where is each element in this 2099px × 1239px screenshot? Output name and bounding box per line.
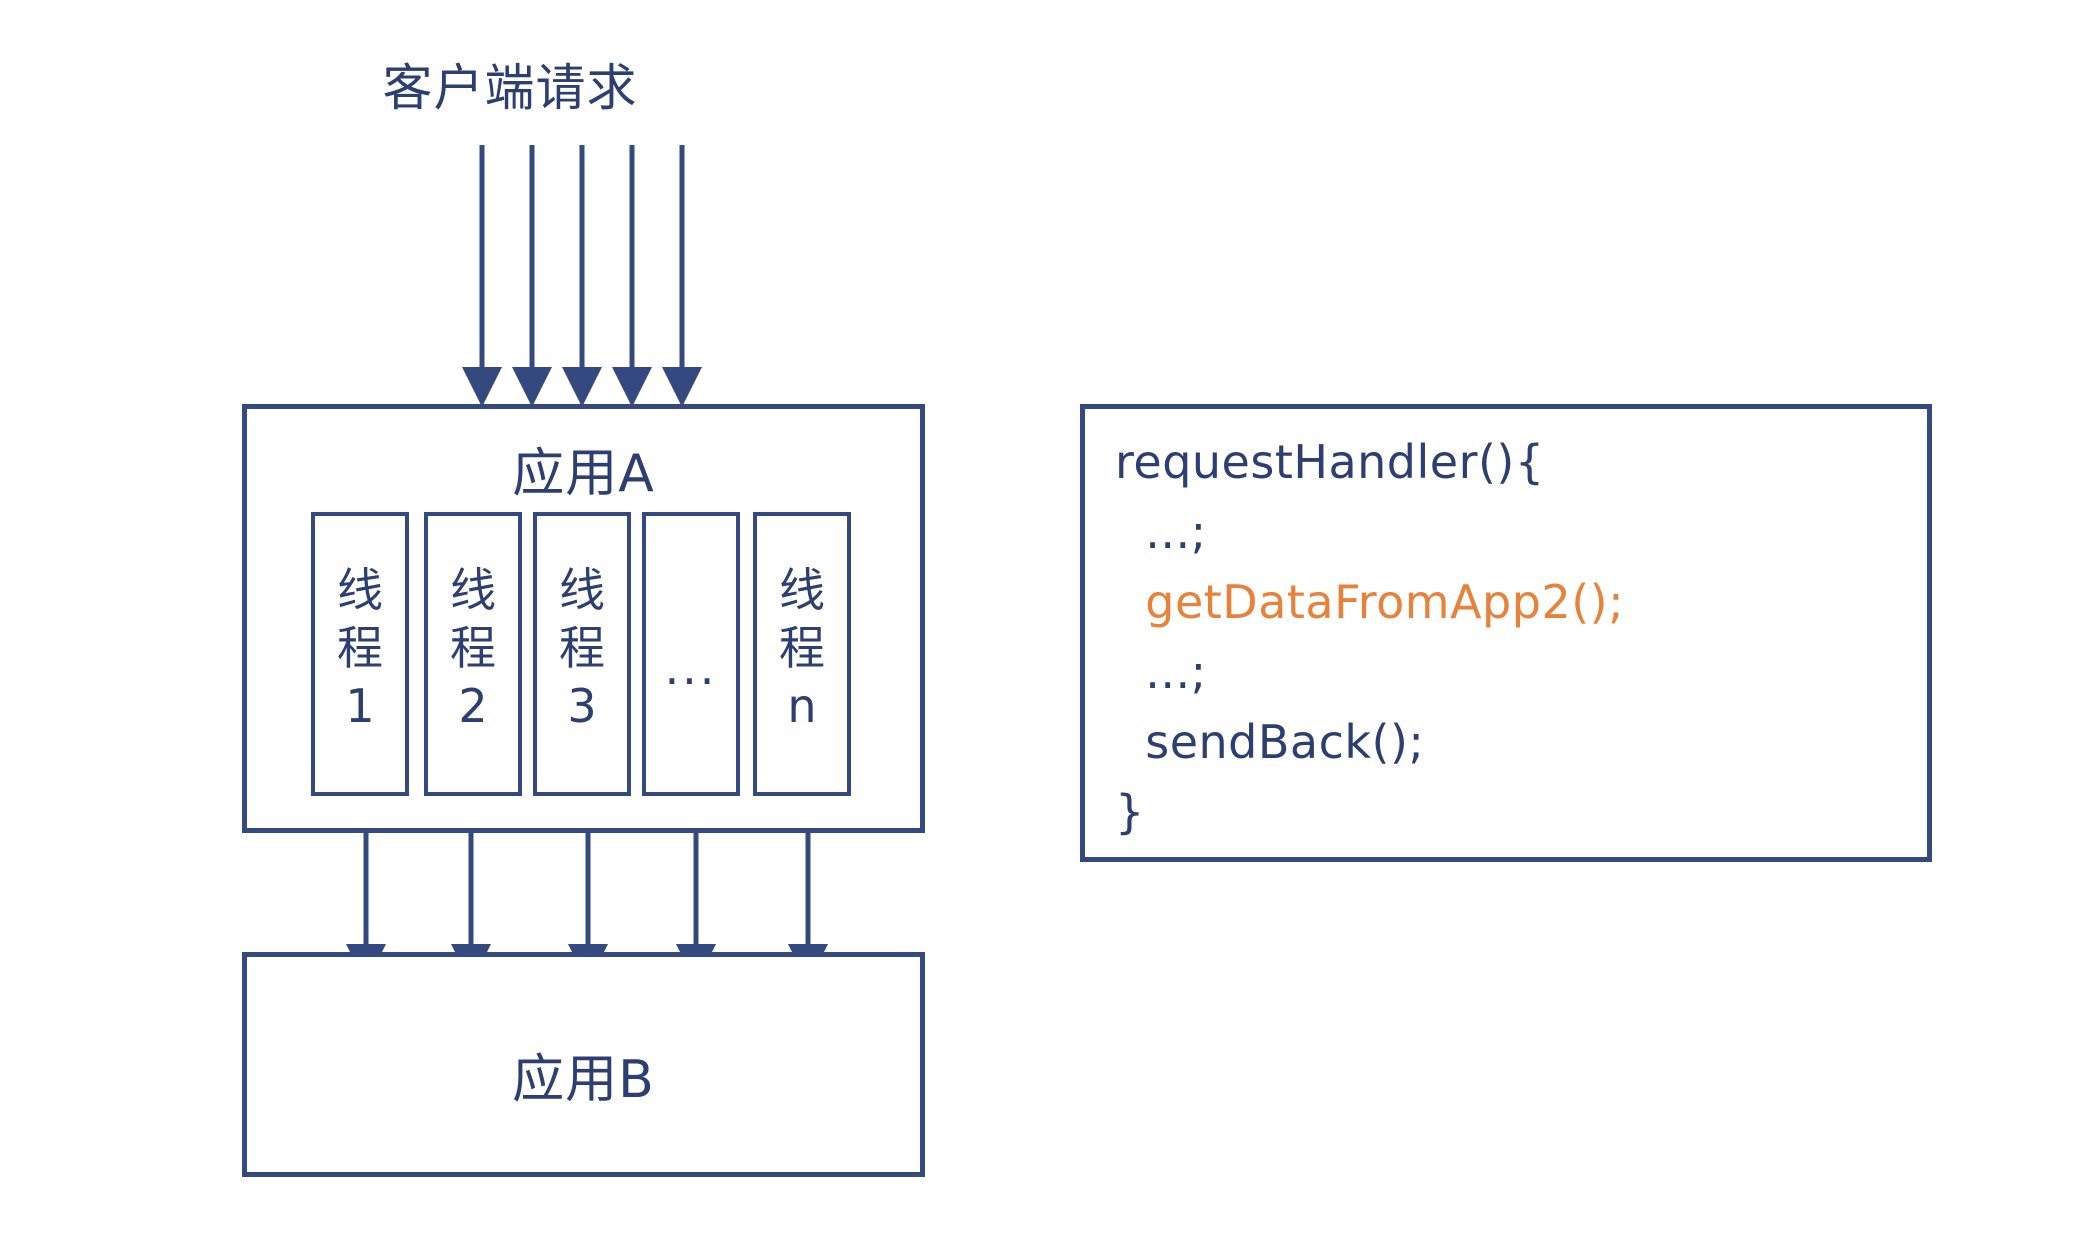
thread-box-ellipsis: ... — [642, 512, 740, 796]
code-line-4: ...; — [1115, 645, 1207, 699]
thread-box-n-label: 线 程 n — [779, 563, 825, 733]
thread-box-3[interactable]: 线 程 3 — [533, 512, 631, 796]
code-line-1: requestHandler(){ — [1115, 435, 1545, 489]
app-b-box: 应用B — [242, 952, 925, 1177]
thread-box-2-label: 线 程 2 — [450, 563, 496, 733]
code-line-3: getDataFromApp2(); — [1115, 575, 1625, 629]
code-line-5: sendBack(); — [1115, 715, 1425, 769]
app-a-title: 应用A — [512, 444, 655, 504]
thread-box-1[interactable]: 线 程 1 — [311, 512, 409, 796]
thread-box-n[interactable]: 线 程 n — [753, 512, 851, 796]
thread-ellipsis-label: ... — [664, 641, 718, 695]
client-request-title: 客户端请求 — [382, 59, 638, 117]
thread-box-1-label: 线 程 1 — [337, 563, 383, 733]
thread-box-2[interactable]: 线 程 2 — [424, 512, 522, 796]
code-line-2: ...; — [1115, 505, 1207, 559]
client-request-arrows — [462, 145, 702, 407]
code-line-6: } — [1115, 785, 1145, 839]
app-b-title: 应用B — [512, 1050, 655, 1110]
code-panel-box: requestHandler(){ ...; getDataFromApp2()… — [1080, 404, 1932, 862]
thread-box-3-label: 线 程 3 — [559, 563, 605, 733]
